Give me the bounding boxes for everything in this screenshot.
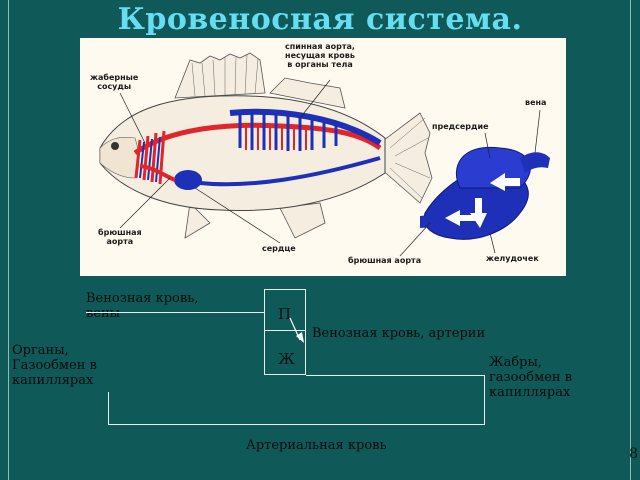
connector-right-vertical bbox=[484, 375, 485, 425]
text-venous-veins: Венозная кровь, вены bbox=[86, 291, 199, 321]
pelvic-fin bbox=[184, 202, 211, 239]
cardinal-vein-vessel bbox=[229, 108, 382, 146]
heart-scheme-divider bbox=[265, 330, 305, 331]
fish-illustration bbox=[99, 52, 550, 257]
dorsal-fin-2 bbox=[269, 77, 346, 109]
fish-circulation-figure: жаберные сосуды спинная аорта, несущая к… bbox=[80, 38, 566, 276]
flow-arrow-2 bbox=[445, 210, 480, 226]
heart-aorta-shape bbox=[420, 213, 450, 228]
connector-box-right bbox=[306, 375, 484, 376]
anal-fin bbox=[279, 202, 326, 239]
label-dorsal-aorta: спинная аорта, несущая кровь в органы те… bbox=[285, 42, 355, 69]
label-ventricle: желудочек bbox=[486, 254, 539, 263]
fish-head bbox=[99, 137, 140, 179]
label-ventral-aorta-bottom: брюшная аорта bbox=[348, 256, 422, 265]
label-gill-vessels: жаберные сосуды bbox=[90, 73, 139, 91]
text-arterial-blood: Артериальная кровь bbox=[246, 438, 387, 453]
fish-body bbox=[99, 95, 386, 211]
frame-left-line bbox=[8, 0, 9, 480]
ventral-aorta-vessel bbox=[139, 164, 176, 182]
text-gills: Жабры, газообмен в капиллярах bbox=[489, 355, 573, 400]
dorsal-fin bbox=[174, 52, 266, 99]
fish-heart bbox=[174, 170, 202, 190]
heart-atrium-shape bbox=[455, 146, 531, 189]
heart-scheme-box bbox=[264, 289, 306, 375]
connector-bottom-horizontal bbox=[108, 424, 485, 425]
tail-fin bbox=[379, 112, 433, 204]
label-heart: сердце bbox=[262, 244, 296, 253]
letter-ventricle: Ж bbox=[278, 350, 295, 368]
fish-eye bbox=[111, 142, 119, 150]
connector-veins-horizontal bbox=[86, 312, 264, 313]
flow-arrow-1 bbox=[490, 173, 520, 191]
page-title: Кровеносная система. bbox=[117, 2, 523, 37]
page-number: 8 bbox=[629, 446, 638, 462]
flow-arrow-3 bbox=[470, 198, 487, 228]
label-atrium: предсердие bbox=[432, 122, 489, 131]
dorsal-aorta-vessel bbox=[133, 122, 382, 156]
connector-left-vertical bbox=[108, 392, 109, 425]
text-venous-arteries: Венозная кровь, артерии bbox=[312, 326, 486, 341]
label-ventral-aorta-left: брюшная аорта bbox=[98, 228, 142, 246]
text-organs: Органы, Газообмен в капиллярах bbox=[12, 343, 97, 388]
heart-vein-shape bbox=[520, 152, 550, 173]
frame-right-line bbox=[630, 0, 631, 480]
abdominal-vein-vessel bbox=[199, 156, 381, 187]
label-vein: вена bbox=[525, 98, 547, 107]
letter-atrium: П bbox=[278, 305, 292, 323]
